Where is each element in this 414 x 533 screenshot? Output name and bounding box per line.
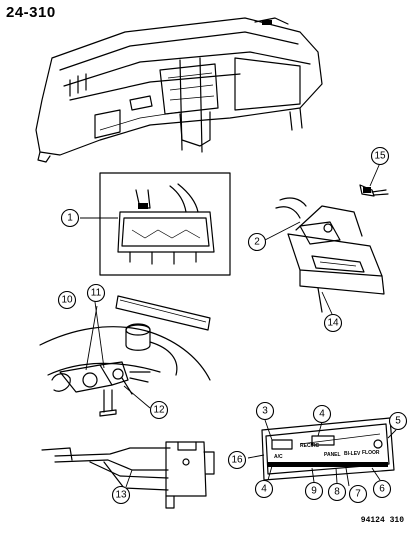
svg-text:9: 9 [311,486,317,497]
callout-15: 15 [370,146,390,166]
page-number: 24-310 [6,4,56,21]
engine-compartment [39,295,211,381]
svg-text:4: 4 [319,409,325,420]
callout-8: 8 [327,482,347,502]
svg-text:1: 1 [67,213,73,224]
callout-13: 13 [111,485,131,505]
lamp-socket [359,184,389,197]
svg-text:6: 6 [379,484,385,495]
callout-16: 16 [227,450,247,470]
recirc-label: RECIRC [300,443,320,449]
callout-7: 7 [348,484,368,504]
svg-text:7: 7 [355,489,361,500]
callout-2: 2 [247,232,267,252]
water-valve [51,361,151,417]
svg-text:2: 2 [254,237,260,248]
bi-lev-label: BI-LEV [344,451,361,457]
callout-4-bottom: 4 [254,479,274,499]
svg-text:4: 4 [261,484,267,495]
control-panel-face: A/C RECIRC PANEL BI-LEV FLOOR [261,417,395,481]
callout-4-top: 4 [312,404,332,424]
control-head-assembly [275,197,385,313]
ac-label: A/C [274,454,283,460]
callout-3: 3 [255,401,275,421]
instrument-panel [35,17,323,163]
svg-text:12: 12 [153,405,165,416]
svg-text:14: 14 [327,318,339,329]
callout-14: 14 [323,313,343,333]
callout-9: 9 [304,481,324,501]
callout-12: 12 [149,400,169,420]
svg-text:5: 5 [395,416,401,427]
callout-1: 1 [60,208,80,228]
callout-10: 10 [57,290,77,310]
svg-text:15: 15 [374,151,386,162]
svg-text:8: 8 [334,487,340,498]
svg-text:16: 16 [231,455,243,466]
svg-text:10: 10 [61,295,73,306]
figure-code: 94124 310 [360,516,404,525]
svg-text:3: 3 [262,406,268,417]
inset-box [99,172,231,276]
svg-text:13: 13 [115,490,127,501]
callout-5: 5 [388,411,408,431]
blend-door-switch [117,183,215,265]
callout-6: 6 [372,479,392,499]
floor-label: FLOOR [362,450,380,456]
leader-lines [80,162,397,488]
callout-11: 11 [86,283,106,303]
panel-label: PANEL [324,452,341,458]
svg-text:11: 11 [91,288,102,299]
